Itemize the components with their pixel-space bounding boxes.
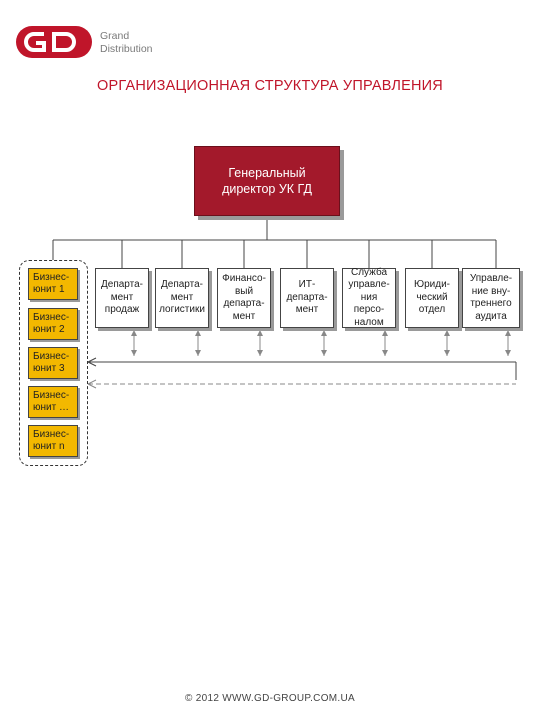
business-unit-etc-line2: юнит …: [33, 402, 69, 413]
dept-logistics: Департа-мент логистики: [155, 268, 209, 328]
logo-text-line2: Distribution: [100, 43, 153, 55]
business-unit-n-line2: юнит n: [33, 441, 65, 452]
business-unit-etc-line1: Бизнес-: [33, 389, 70, 401]
page-title: ОРГАНИЗАЦИОННАЯ СТРУКТУРА УПРАВЛЕНИЯ: [97, 78, 443, 94]
footer-copyright: © 2012 WWW.GD-GROUP.COM.UA: [184, 693, 355, 704]
business-unit-1: Бизнес-юнит 1: [28, 268, 78, 300]
dept-it: ИТ-департа-мент: [280, 268, 334, 328]
business-unit-2: Бизнес-юнит 2: [28, 308, 78, 340]
business-unit-2-line1: Бизнес-: [33, 311, 70, 323]
business-unit-3-line2: юнит 3: [33, 363, 65, 374]
business-unit-n: Бизнес-юнит n: [28, 425, 78, 457]
dept-finance: Финансо-вый департа-мент: [217, 268, 271, 328]
business-unit-2-line2: юнит 2: [33, 324, 65, 335]
business-units-group: [19, 260, 88, 466]
dept-legal: Юриди-ческий отдел: [405, 268, 459, 328]
business-unit-etc: Бизнес-юнит …: [28, 386, 78, 418]
logo-text-line1: Grand: [100, 30, 130, 42]
dept-audit: Управле-ние вну-треннего аудита: [462, 268, 520, 328]
logo-text: Grand Distribution: [100, 30, 153, 56]
business-unit-1-line1: Бизнес-: [33, 271, 70, 283]
business-unit-3: Бизнес-юнит 3: [28, 347, 78, 379]
business-unit-n-line1: Бизнес-: [33, 428, 70, 440]
gd-logo: [16, 26, 92, 58]
dept-sales: Департа-мент продаж: [95, 268, 149, 328]
business-unit-1-line2: юнит 1: [33, 284, 65, 295]
dept-hr: Служба управле-ния персо-налом: [342, 267, 396, 328]
ceo-box: Генеральный директор УК ГД: [194, 146, 340, 216]
business-unit-3-line1: Бизнес-: [33, 350, 70, 362]
